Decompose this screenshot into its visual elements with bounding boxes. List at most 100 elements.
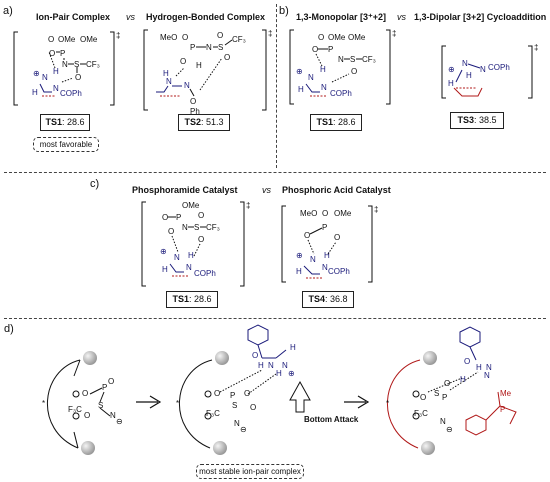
ts4-o2: O: [304, 231, 310, 240]
most-stable-note: most stable ion-pair complex: [196, 464, 304, 479]
bottom-attack-label: Bottom Attack: [304, 415, 359, 424]
ts1-value-a: : 28.6: [61, 117, 85, 127]
ts2-o: O: [182, 33, 188, 42]
ts2-s: S: [218, 43, 223, 52]
b-ts1-h2: H: [320, 65, 326, 74]
ts4-value: : 36.8: [324, 294, 348, 304]
ts1-p: P: [60, 49, 65, 58]
catalyst2-o: O: [214, 389, 220, 398]
catalyst3-n2: N: [484, 371, 490, 380]
b-ts1-h: H: [298, 85, 304, 94]
catalyst3-n: N: [440, 417, 446, 426]
catalyst3-p2: P: [500, 405, 505, 414]
catalyst1-n: N: [110, 411, 116, 420]
catalyst1-o-top: O: [108, 377, 114, 386]
ts2-o-s2: O: [224, 53, 230, 62]
ts1-n2: N: [53, 84, 59, 93]
b-ts1-p: P: [328, 45, 333, 54]
ts1-name-b: TS1: [316, 117, 333, 127]
catalyst1-p: P: [102, 383, 107, 392]
ts3-n2: N: [480, 65, 486, 74]
ts3-energy-box: TS3: 38.5: [450, 112, 504, 129]
c-ts1-h: H: [162, 265, 168, 274]
catalyst3-p: P: [442, 393, 447, 402]
ts4-n1: N: [310, 255, 316, 264]
catalyst1-f3c: F₃C: [68, 405, 82, 414]
catalyst2-minus: ⊖: [240, 425, 247, 434]
ts2-energy-box: TS2: 51.3: [178, 114, 230, 131]
catalyst3-h: H: [476, 363, 482, 372]
ts1-dagger: ‡: [116, 31, 120, 40]
panel-c-right-title: Phosphoric Acid Catalyst: [282, 185, 391, 195]
ts1-energy-box-c: TS1: 28.6: [166, 291, 218, 308]
b-ts1-dagger: ‡: [392, 29, 396, 38]
ts4-h: H: [296, 267, 302, 276]
catalyst3-sphere-top: [423, 351, 437, 365]
panel-c-vs: vs: [262, 185, 271, 195]
ts2-ph: Ph: [190, 107, 200, 116]
ts2-value: : 51.3: [200, 117, 224, 127]
ts1-o: O: [49, 49, 55, 58]
ts2-h2: H: [163, 69, 169, 78]
catalyst2-h: H: [258, 361, 264, 370]
ts4-coph: COPh: [328, 267, 350, 276]
panel-d-label: d): [4, 323, 14, 335]
ts4-n2: N: [322, 263, 328, 272]
b-ts1-coph: COPh: [330, 89, 352, 98]
b-ts1-ome2: OMe: [348, 33, 366, 42]
b-ts1-plus: ⊕: [296, 67, 303, 76]
c-ts1-p: P: [176, 213, 181, 222]
c-ts1-o: O: [162, 213, 168, 222]
catalyst2-n1: N: [268, 361, 274, 370]
ts3-h: H: [466, 71, 472, 80]
catalyst2-s: S: [232, 401, 237, 410]
ts4-name: TS4: [308, 294, 325, 304]
ts2-n2: N: [184, 81, 190, 90]
ts1-s: S: [74, 60, 79, 69]
ts2-o-carbonyl: O: [190, 97, 196, 106]
b-ts1-n: N: [338, 55, 344, 64]
ts2-p: P: [190, 43, 195, 52]
ts4-dagger: ‡: [374, 205, 378, 214]
catalyst2-n: N: [234, 419, 240, 428]
ts1-h: H: [32, 88, 38, 97]
c-ts1-ome: OMe: [182, 201, 200, 210]
catalyst2-sphere-top: [215, 351, 229, 365]
panel-c-structures: ‡ OMe P O O N S CF₃ O O ⊕ N N H COPh H ‡…: [141, 201, 378, 287]
catalyst1-o2: O: [84, 411, 90, 420]
catalyst1-star: *: [42, 399, 45, 408]
panel-a-label: a): [3, 5, 13, 17]
catalyst1-sphere-bottom: [81, 441, 95, 455]
b-ts1-o2: O: [312, 45, 318, 54]
panel-divider-vertical: [276, 4, 277, 168]
ts1-coph: COPh: [60, 89, 82, 98]
ts3-dagger: ‡: [534, 43, 538, 52]
c-ts1-n: N: [182, 223, 188, 232]
c-ts1-plus: ⊕: [160, 247, 167, 256]
catalyst2-n2: N: [282, 361, 288, 370]
ts1-value-c: : 28.6: [188, 294, 212, 304]
ts4-h2: H: [324, 251, 330, 260]
c-ts1-cf3: CF₃: [206, 223, 220, 232]
ts2-name: TS2: [184, 117, 201, 127]
catalyst1-sphere-top: [83, 351, 97, 365]
ts2-dagger: ‡: [268, 29, 272, 38]
ts4-o: O: [322, 209, 328, 218]
catalyst2-o-carbonyl: O: [252, 351, 258, 360]
b-ts1-cf3: CF₃: [362, 55, 376, 64]
ts4-o3: O: [334, 233, 340, 242]
catalyst3-s: S: [434, 389, 439, 398]
catalyst3-me: Me: [500, 389, 512, 398]
panel-b-right-title: 1,3-Dipolar [3+2] Cycloaddition: [414, 12, 547, 22]
panel-a-right-title: Hydrogen-Bonded Complex: [146, 12, 266, 22]
panel-b-structures: ‡ O OMe OMe O P N S CF₃ O ⊕ N N H COPh H…: [289, 29, 538, 105]
c-ts1-o4: O: [198, 235, 204, 244]
ts1-plus: ⊕: [33, 69, 40, 78]
ts3-n1: N: [462, 59, 468, 68]
ts2-h: H: [196, 61, 202, 70]
catalyst3-o2: O: [444, 379, 450, 388]
ts1-value-b: : 28.6: [332, 117, 356, 127]
panel-b-left-title: 1,3-Monopolar [3⁺+2]: [296, 12, 387, 22]
ts2-n1: N: [166, 77, 172, 86]
panel-c-left-title: Phosphoramide Catalyst: [132, 185, 238, 195]
